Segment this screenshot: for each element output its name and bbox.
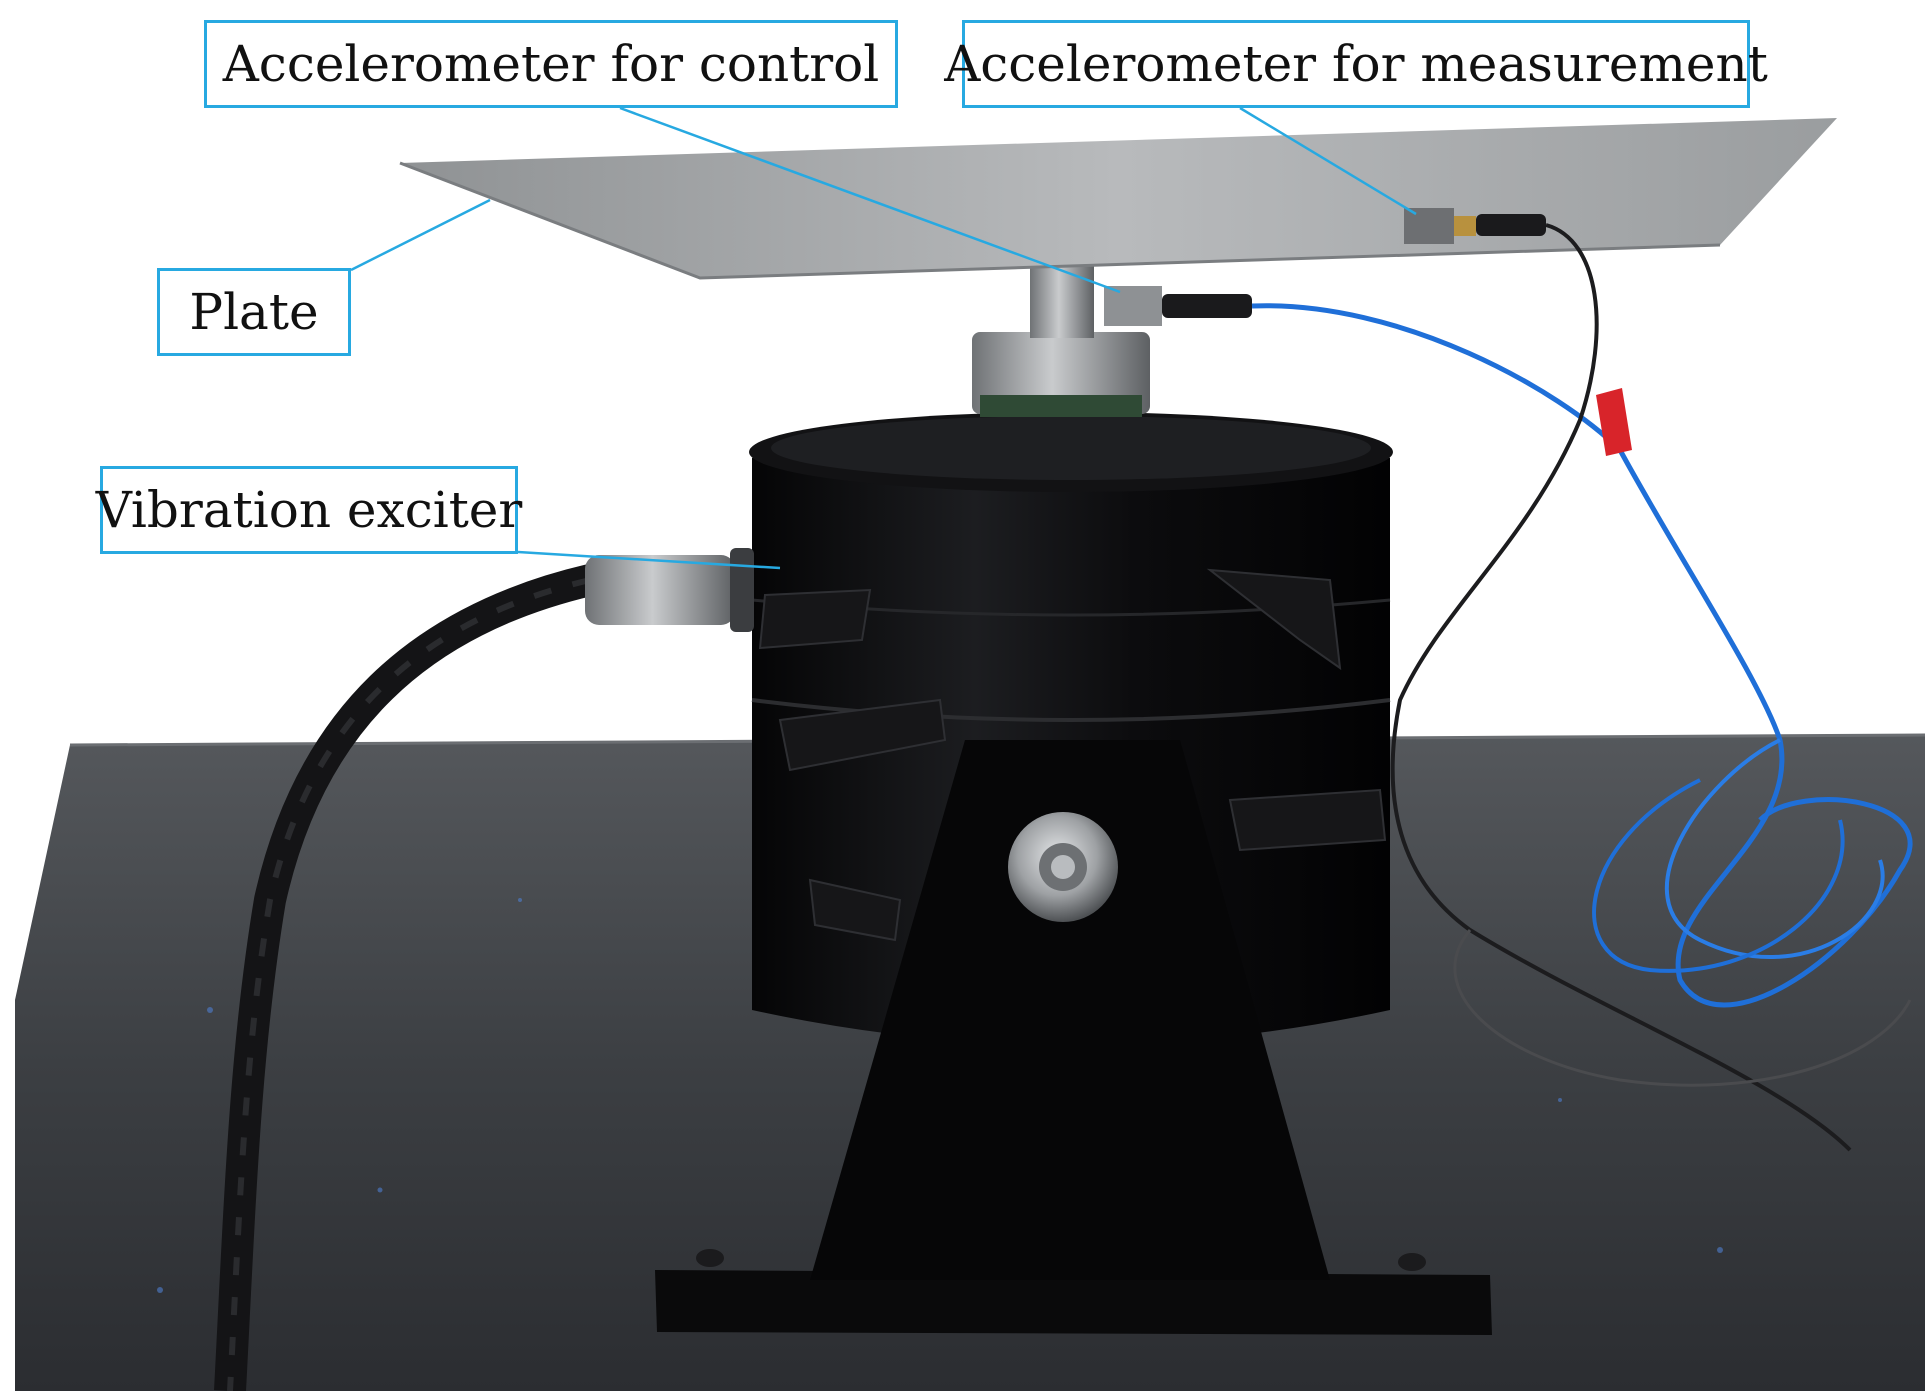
blue-cable bbox=[1251, 303, 1913, 1008]
cable-tag bbox=[1596, 388, 1632, 456]
callout-plate-text: Plate bbox=[189, 283, 319, 341]
measurement-accelerometer bbox=[1404, 208, 1546, 244]
black-cable-measurement bbox=[1390, 223, 1852, 1152]
control-accelerometer bbox=[1104, 286, 1252, 326]
test-plate bbox=[400, 118, 1837, 278]
power-connector bbox=[585, 555, 735, 625]
callout-vibration-exciter-text: Vibration exciter bbox=[95, 481, 523, 539]
callout-plate: Plate bbox=[157, 268, 351, 356]
tape-strips bbox=[758, 568, 1387, 942]
stand-base-plate bbox=[655, 1270, 1492, 1335]
callout-vibration-exciter: Vibration exciter bbox=[96, 466, 522, 554]
callout-accelerometer-control-text: Accelerometer for control bbox=[222, 35, 880, 93]
armature-ring bbox=[972, 332, 1150, 414]
callout-accelerometer-measurement: Accelerometer for measurement bbox=[944, 20, 1768, 108]
callout-accelerometer-measurement-text: Accelerometer for measurement bbox=[944, 35, 1768, 93]
exciter-stand bbox=[810, 740, 1330, 1280]
callout-accelerometer-control: Accelerometer for control bbox=[204, 20, 898, 108]
callout-leaders bbox=[350, 106, 1417, 570]
